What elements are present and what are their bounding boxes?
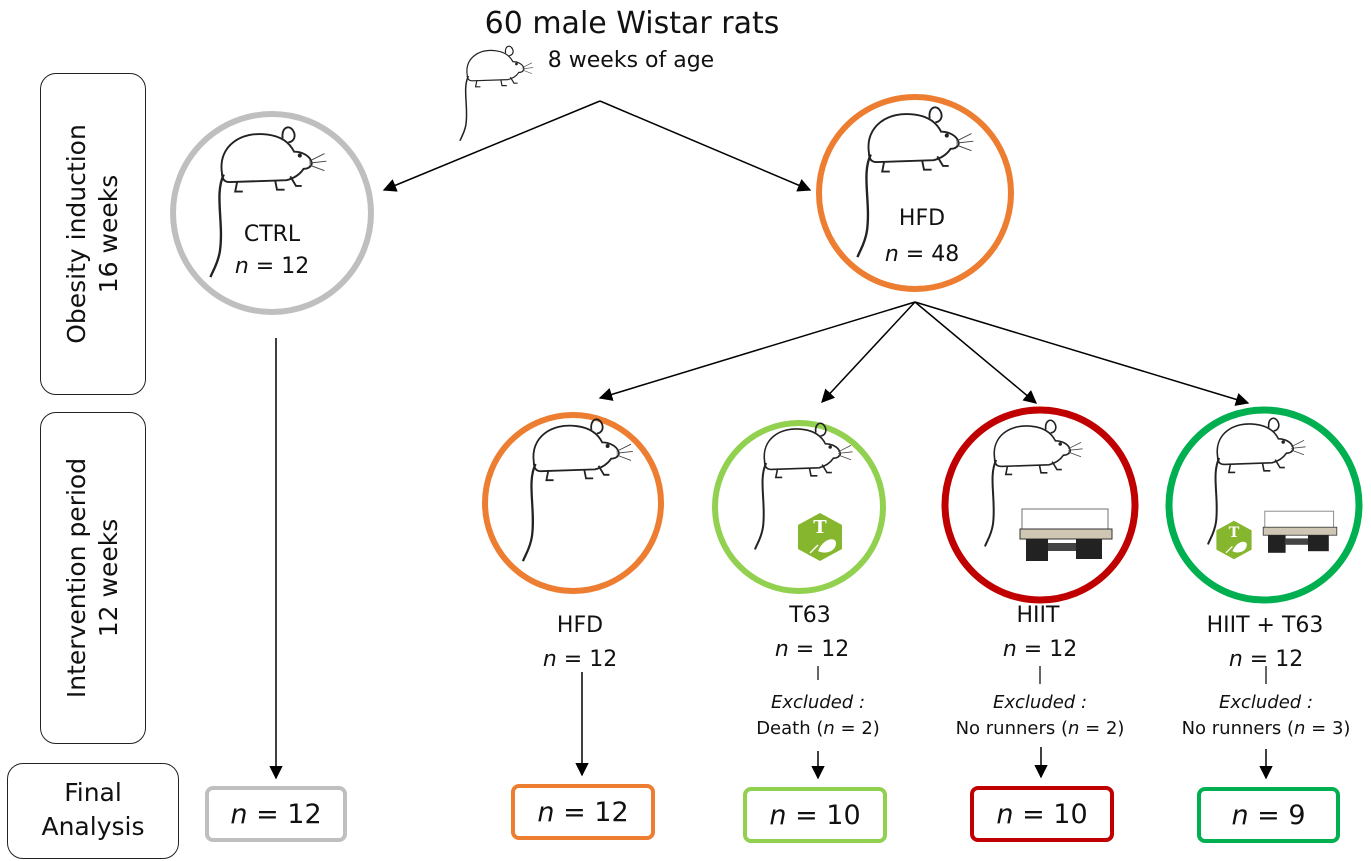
hiit-group-label: HIIT xyxy=(1016,603,1060,628)
arrow-to-hfd-group xyxy=(598,301,916,401)
hiit-t63-group-label: HIIT + T63 xyxy=(1206,613,1324,638)
arrow-to-hiit-group xyxy=(914,301,1038,404)
final-hfd-box: n = 12 xyxy=(511,784,655,840)
phase-intervention-line1: Intervention period xyxy=(62,457,91,699)
final-t63-box: n = 10 xyxy=(743,787,887,843)
diagram-title: 60 male Wistar rats xyxy=(484,6,780,41)
hiit-excluded-title: Excluded : xyxy=(992,692,1088,713)
arrow-to-ctrl xyxy=(382,100,601,192)
arrow-to-t63-group xyxy=(821,301,916,403)
phase-intervention-line2: 12 weeks xyxy=(94,518,123,638)
t63-excluded-reason: Death (n = 2) xyxy=(756,718,880,739)
diagram-subtitle: 8 weeks of age xyxy=(547,48,715,73)
hfd-group-label: HFD xyxy=(556,613,604,638)
t63-group-label: T63 xyxy=(789,603,831,628)
hfd-group-n: n = 12 xyxy=(542,647,618,672)
hiit-t63-group-circle xyxy=(1165,406,1363,604)
arrow-to-hfd xyxy=(599,100,812,192)
hfd-group-circle xyxy=(482,412,664,594)
hiit-t63-excluded-title: Excluded : xyxy=(1218,692,1314,713)
arrow-to-hiit-t63-group xyxy=(914,301,1250,406)
hiit-excluded-reason: No runners (n = 2) xyxy=(955,718,1125,739)
hiit-group-n: n = 12 xyxy=(1002,637,1078,662)
phase-obesity-induction: Obesity induction 16 weeks xyxy=(40,73,146,395)
final-ctrl-box: n = 12 xyxy=(205,786,347,842)
phase-final-line1: Final xyxy=(64,778,122,807)
hiit-group-circle xyxy=(941,406,1139,604)
rat-icon xyxy=(459,45,534,142)
hiit-t63-group-n: n = 12 xyxy=(1228,647,1304,672)
ctrl-n: n = 12 xyxy=(234,254,310,279)
ctrl-label: CTRL xyxy=(243,222,301,247)
t63-excluded-title: Excluded : xyxy=(770,692,866,713)
phase-final-analysis: Final Analysis xyxy=(7,763,179,859)
phase-final-line2: Analysis xyxy=(41,812,145,841)
hiit-t63-excluded-reason: No runners (n = 3) xyxy=(1181,718,1351,739)
hfd-induction-n: n = 48 xyxy=(884,242,960,267)
phase-intervention: Intervention period 12 weeks xyxy=(40,412,146,744)
t63-group-n: n = 12 xyxy=(774,637,850,662)
hfd-induction-circle xyxy=(816,94,1014,292)
hfd-induction-label: HFD xyxy=(898,206,946,231)
phase-obesity-line2: 16 weeks xyxy=(94,174,123,294)
final-hiit-box: n = 10 xyxy=(970,786,1114,842)
t63-group-circle xyxy=(712,420,886,594)
final-hiit-t63-box: n = 9 xyxy=(1197,787,1340,843)
ctrl-circle xyxy=(170,111,374,315)
phase-obesity-line1: Obesity induction xyxy=(62,124,91,344)
